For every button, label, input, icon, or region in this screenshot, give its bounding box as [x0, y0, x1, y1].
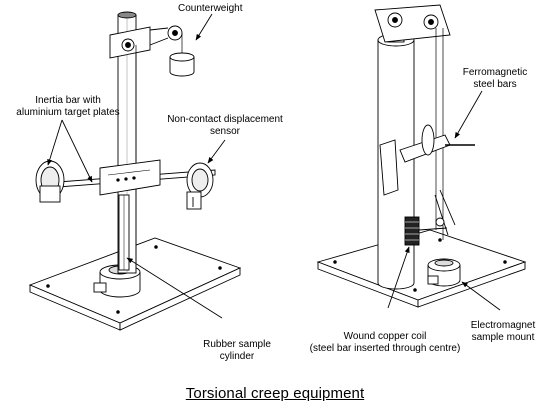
right-apparatus — [316, 4, 527, 308]
inertia-bar-label-line1: Inertia bar with — [35, 95, 101, 106]
left-apparatus — [28, 11, 242, 331]
inertia-bar — [44, 159, 216, 196]
ferromagnetic-label: Ferromagnetic steel bars — [455, 67, 535, 90]
counterweight-label: Counterweight — [178, 3, 243, 14]
displacement-sensor — [186, 162, 214, 210]
left-shaft — [118, 194, 130, 271]
left-pulley-bracket — [109, 25, 183, 59]
rubber-sample-label: Rubber sample cylinder — [192, 339, 282, 362]
electromagnet-label-line2: sample mount — [471, 331, 535, 343]
sensor-label-line2: sensor — [209, 125, 240, 137]
sensor-label: Non-contact displacement sensor — [160, 114, 290, 137]
copper-coil-label-line2: (steel bar inserted through centre) — [309, 342, 461, 354]
ferromagnetic-label-line1: Ferromagnetic — [462, 67, 528, 78]
right-pulley-bracket — [374, 4, 451, 43]
left-target-plate — [35, 160, 65, 203]
right-arm — [379, 124, 475, 236]
rubber-sample-label-line2: cylinder — [219, 350, 255, 362]
copper-coil-label: Wound copper coil (steel bar inserted th… — [305, 331, 465, 354]
electromagnet-label-line1: Electromagnet — [470, 320, 536, 331]
left-counterweight — [169, 52, 195, 77]
inertia-bar-label: Inertia bar with aluminium target plates — [8, 95, 128, 118]
right-base-plate — [316, 229, 527, 308]
rubber-sample-label-line1: Rubber sample — [203, 339, 271, 350]
copper-coil — [404, 216, 448, 246]
ferromagnetic-label-line2: steel bars — [473, 78, 517, 90]
electromagnet-label: Electromagnet sample mount — [460, 320, 546, 343]
sensor-label-line1: Non-contact displacement — [167, 114, 283, 125]
callout-arrows — [47, 13, 501, 319]
figure-caption: Torsional creep equipment — [185, 385, 365, 402]
copper-coil-label-line1: Wound copper coil — [343, 331, 427, 342]
inertia-bar-label-line2: aluminium target plates — [16, 106, 120, 118]
electromagnet-mount — [427, 258, 461, 287]
